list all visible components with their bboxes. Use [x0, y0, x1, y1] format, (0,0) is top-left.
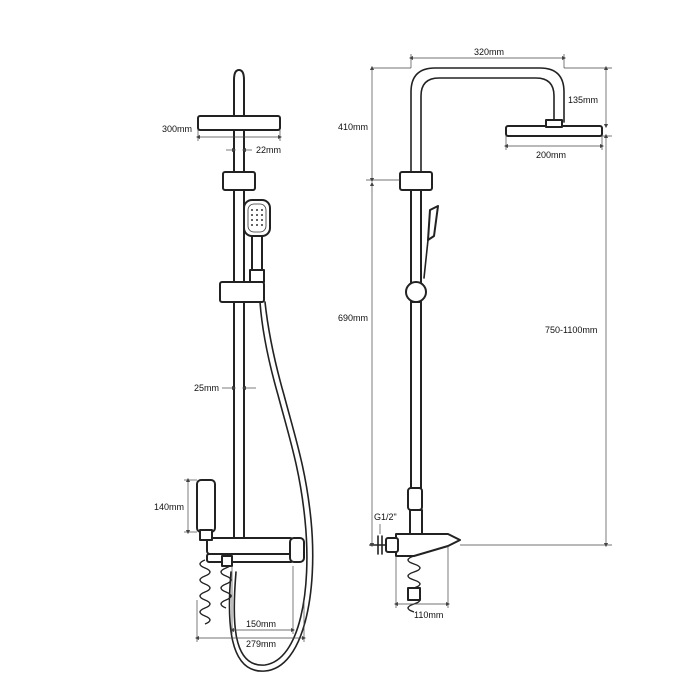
side-view: 320mm 135mm 200mm 410mm 690mm 750-1100mm… — [338, 47, 612, 620]
side-handheld-shower — [427, 205, 439, 241]
side-spring-coil — [407, 555, 421, 613]
label-arm-drop: 135mm — [568, 95, 598, 105]
front-lower-clamp — [219, 281, 265, 303]
front-upper-clamp — [222, 171, 256, 191]
label-pipe-width: 25mm — [194, 383, 219, 393]
label-arm-width: 320mm — [474, 47, 504, 57]
front-valve-body — [206, 537, 294, 555]
label-upper-height: 410mm — [338, 122, 368, 132]
front-spring-coil — [199, 559, 211, 625]
side-ball-joint — [405, 281, 427, 303]
label-rail-width: 22mm — [256, 145, 281, 155]
label-overall-width: 279mm — [246, 639, 276, 649]
label-head-width-left: 300mm — [162, 124, 192, 134]
front-view: 300mm 22mm 25mm 140mm 150mm 279mm — [154, 69, 314, 672]
label-handle-height: 140mm — [154, 502, 184, 512]
label-thread: G1/2" — [374, 512, 397, 522]
side-valve-body — [395, 533, 461, 557]
front-bidet-handle — [196, 479, 216, 533]
label-wall-offset: 110mm — [414, 610, 443, 620]
side-shower-arm — [410, 67, 565, 179]
front-shower-head — [197, 115, 281, 131]
front-stem-cap — [233, 69, 245, 117]
label-adjust-height: 750-1100mm — [545, 325, 597, 335]
side-clamp — [399, 171, 433, 191]
front-main-rail — [233, 129, 245, 551]
front-hose — [233, 301, 308, 666]
label-valve-width: 150mm — [246, 619, 276, 629]
side-diverter — [407, 487, 423, 511]
label-head-width-right: 200mm — [536, 150, 566, 160]
front-handheld-shower — [243, 199, 271, 283]
label-lower-height: 690mm — [338, 313, 368, 323]
